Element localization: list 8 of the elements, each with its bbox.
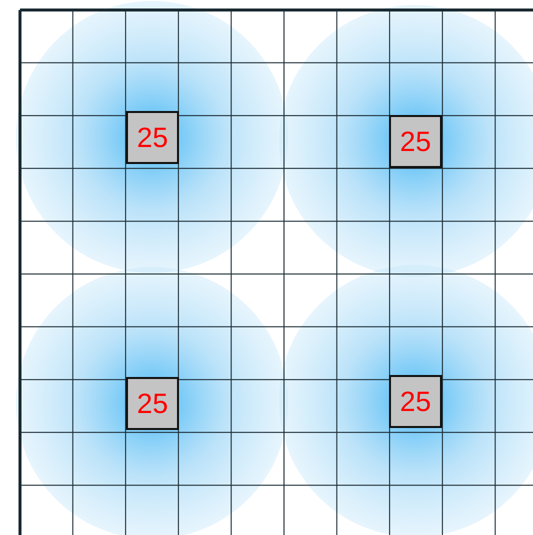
value-label: 25 <box>400 126 432 158</box>
value-square <box>126 111 179 164</box>
value-square <box>126 377 179 430</box>
value-label: 25 <box>400 386 432 418</box>
value-square <box>389 115 442 168</box>
value-label: 25 <box>136 388 168 420</box>
value-square <box>389 375 442 428</box>
value-label: 25 <box>136 122 168 154</box>
